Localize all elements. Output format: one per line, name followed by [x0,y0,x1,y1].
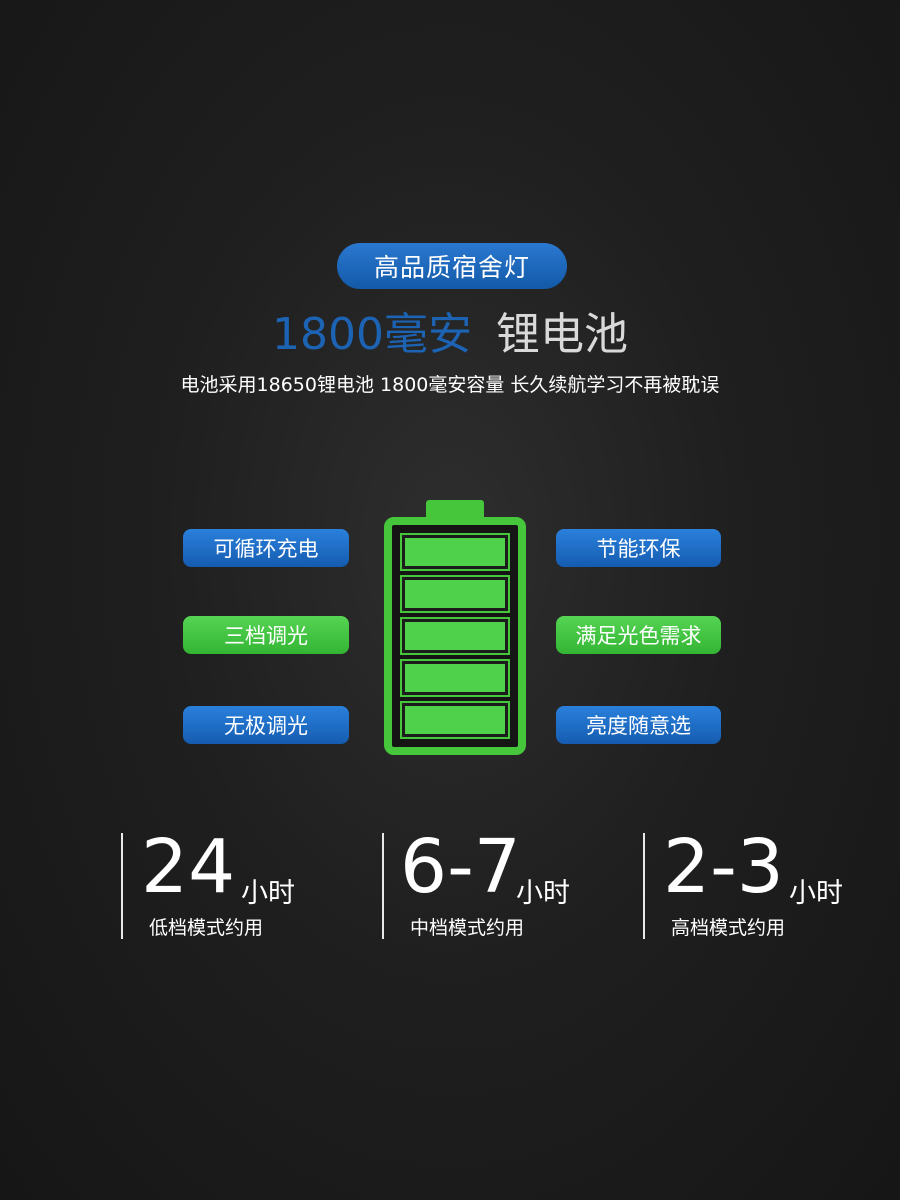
battery-cell [400,617,510,655]
battery-cell [400,701,510,739]
stat-low-mode: 24 小时 低档模式约用 [121,827,343,939]
stat-high-mode: 2-3 小时 高档模式约用 [643,827,865,939]
feature-rechargeable: 可循环充电 [183,529,349,567]
stat-desc: 低档模式约用 [149,917,264,939]
stat-unit: 小时 [516,878,570,909]
stat-value: 2-3 [663,824,784,910]
battery-type-text: 锂电池 [495,309,628,360]
stat-unit: 小时 [241,878,295,909]
title-badge: 高品质宿舍灯 [337,243,567,289]
stat-value: 24 [141,824,236,910]
headline: 1800毫安锂电池 [0,300,900,370]
capacity-text: 1800毫安 [272,309,472,360]
battery-cell [400,533,510,571]
battery-cells [400,533,510,739]
feature-stepless-dimming: 无极调光 [183,706,349,744]
feature-three-level-dimming: 三档调光 [183,616,349,654]
description-text: 电池采用18650锂电池 1800毫安容量 长久续航学习不再被耽误 [180,374,720,396]
stat-mid-mode: 6-7 小时 中档模式约用 [382,827,604,939]
feature-energy-saving: 节能环保 [556,529,721,567]
stat-value: 6-7 [400,824,521,910]
stat-desc: 中档模式约用 [410,917,525,939]
feature-light-color: 满足光色需求 [556,616,721,654]
stat-desc: 高档模式约用 [671,917,786,939]
battery-cap [426,500,484,521]
battery-cell [400,659,510,697]
stat-unit: 小时 [789,878,843,909]
feature-brightness-choice: 亮度随意选 [556,706,721,744]
battery-icon [384,517,526,755]
battery-cell [400,575,510,613]
